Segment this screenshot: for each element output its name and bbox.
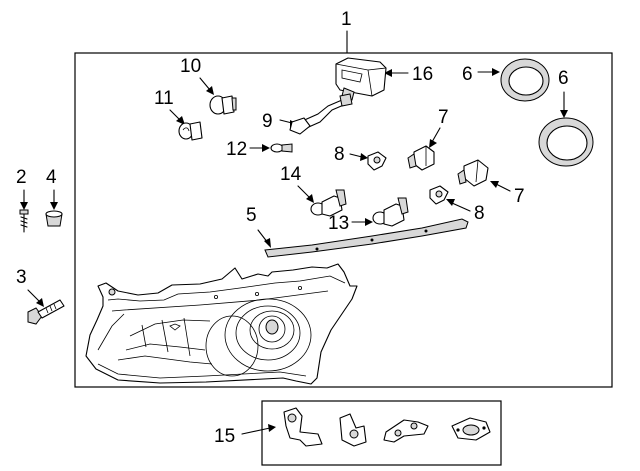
trim-strip-icon[interactable] xyxy=(264,218,469,258)
repair-bracket-icon[interactable] xyxy=(383,419,429,443)
callout-7a[interactable]: 7 xyxy=(429,107,449,148)
callout-5[interactable]: 5 xyxy=(246,205,271,248)
callout-12[interactable]: 12 xyxy=(226,139,270,160)
callout-6a[interactable]: 6 xyxy=(462,64,500,85)
control-module-icon[interactable] xyxy=(335,57,387,101)
bulb-icon[interactable] xyxy=(178,121,203,141)
bulb-icon[interactable] xyxy=(372,197,409,227)
callout-14[interactable]: 14 xyxy=(280,164,314,203)
callout-6a-label: 6 xyxy=(462,64,473,85)
clip-icon[interactable] xyxy=(429,185,449,205)
callout-15[interactable]: 15 xyxy=(214,424,276,447)
callout-2-label: 2 xyxy=(16,167,27,188)
callout-10[interactable]: 10 xyxy=(180,56,214,95)
callout-3[interactable]: 3 xyxy=(16,267,44,307)
callout-16[interactable]: 16 xyxy=(384,64,433,85)
clip-icon[interactable] xyxy=(367,151,387,171)
callout-8b-label: 8 xyxy=(474,203,485,224)
bolt-icon[interactable] xyxy=(27,299,65,325)
callout-4[interactable]: 4 xyxy=(46,167,58,210)
callout-9-label: 9 xyxy=(262,111,273,132)
callout-8a[interactable]: 8 xyxy=(334,144,368,165)
callout-6b[interactable]: 6 xyxy=(558,68,569,118)
bulb-socket-icon[interactable] xyxy=(407,145,435,171)
callout-14-label: 14 xyxy=(280,164,302,185)
callout-2[interactable]: 2 xyxy=(16,167,28,210)
callout-11-label: 11 xyxy=(154,88,174,109)
callout-16-label: 16 xyxy=(412,64,433,85)
callout-6b-label: 6 xyxy=(558,68,569,89)
callout-7a-label: 7 xyxy=(438,107,449,128)
headlamp-assembly-icon[interactable] xyxy=(85,263,358,385)
callout-8b[interactable]: 8 xyxy=(446,199,485,224)
callout-10-label: 10 xyxy=(180,56,201,77)
callout-7b-label: 7 xyxy=(514,186,525,207)
repair-bracket-icon[interactable] xyxy=(283,407,323,447)
clip-icon[interactable] xyxy=(45,210,63,227)
repair-kit-frame xyxy=(261,400,502,466)
bulb-socket-icon[interactable] xyxy=(457,159,489,187)
callout-11[interactable]: 11 xyxy=(154,88,185,125)
bulb-icon[interactable] xyxy=(209,95,237,115)
screw-icon[interactable] xyxy=(19,209,29,233)
trim-ring-icon[interactable] xyxy=(538,117,594,167)
callout-15-label: 15 xyxy=(214,426,235,447)
callout-3-label: 3 xyxy=(16,267,27,288)
callout-8a-label: 8 xyxy=(334,144,345,165)
bulb-icon[interactable] xyxy=(310,189,347,217)
repair-bracket-icon[interactable] xyxy=(451,417,491,441)
callout-7b[interactable]: 7 xyxy=(490,181,525,207)
repair-bracket-icon[interactable] xyxy=(339,413,367,447)
callout-13[interactable]: 13 xyxy=(328,213,373,234)
trim-ring-icon[interactable] xyxy=(500,58,550,102)
callout-5-label: 5 xyxy=(246,205,257,226)
callout-4-label: 4 xyxy=(46,167,57,188)
wiring-pigtail-icon[interactable] xyxy=(289,93,353,135)
bulb-icon[interactable] xyxy=(270,143,293,153)
callout-1-label: 1 xyxy=(341,9,352,30)
callout-12-label: 12 xyxy=(226,139,247,160)
assembly-frame xyxy=(74,52,613,388)
callout-1[interactable]: 1 xyxy=(341,9,352,54)
callout-13-label: 13 xyxy=(328,213,349,234)
